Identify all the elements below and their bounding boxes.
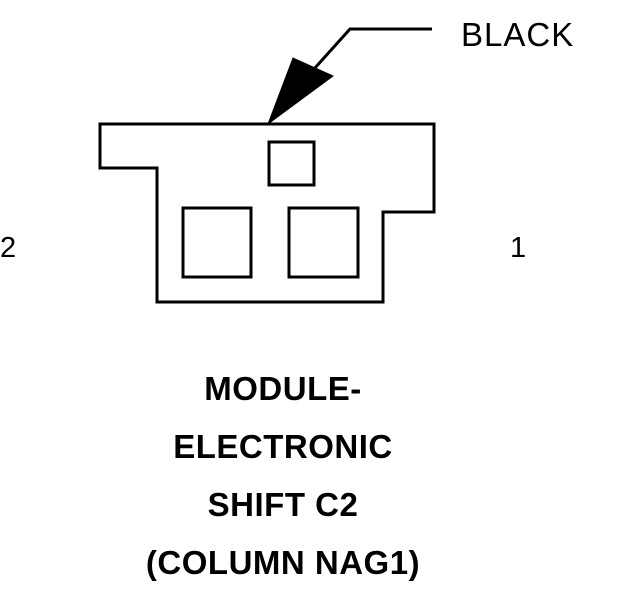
title-line-3: SHIFT C2 bbox=[207, 486, 359, 523]
connector-housing bbox=[98, 122, 436, 304]
callout-leader-line bbox=[312, 27, 432, 71]
title-line-1: MODULE- bbox=[204, 370, 362, 407]
title-line-4: (COLUMN NAG1) bbox=[145, 544, 421, 581]
pin-number-1: 1 bbox=[510, 232, 527, 264]
callout-arrowhead bbox=[266, 57, 334, 126]
title-line-2: ELECTRONIC bbox=[173, 428, 393, 465]
connector-title: MODULE- ELECTRONIC SHIFT C2 (COLUMN NAG1… bbox=[0, 364, 566, 596]
pin-number-2: 2 bbox=[0, 232, 17, 264]
connector-key bbox=[267, 140, 316, 187]
connector-color-label: BLACK bbox=[461, 16, 575, 53]
terminal-cavity-2 bbox=[181, 206, 253, 279]
terminal-cavity-1 bbox=[287, 206, 360, 279]
